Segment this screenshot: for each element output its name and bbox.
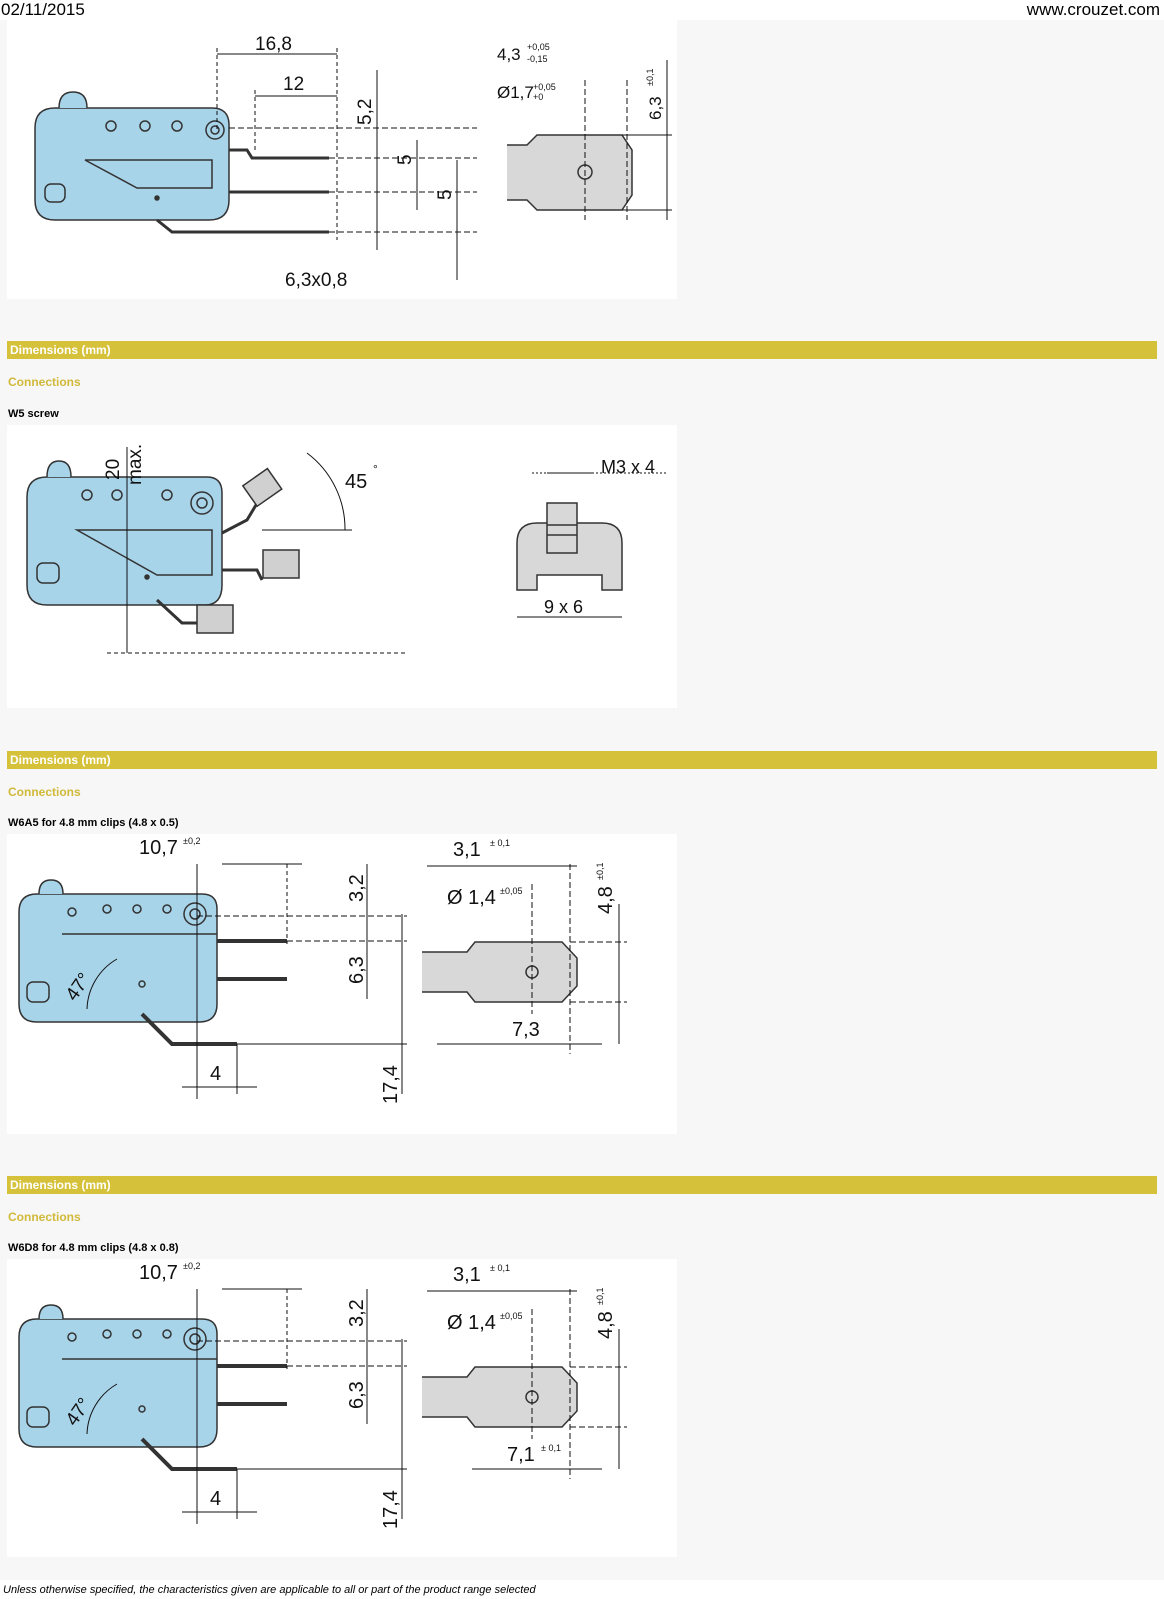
dim-4-8-tol: ±0,1 (595, 863, 605, 880)
label-w6a5: W6A5 for 4.8 mm clips (4.8 x 0.5) (8, 817, 179, 829)
dimension-lines (86, 863, 407, 1099)
dim-10-7: 10,7 (139, 837, 178, 859)
dim-6-3-height: 6,3 (646, 96, 665, 120)
subheading-connections-w5: Connections (8, 375, 81, 389)
figure-w6d8: 10,7 ±0,2 3,2 6,3 17,4 4 47° 3,1 ± 0,1 Ø… (7, 1259, 677, 1557)
dimension-lines (216, 48, 477, 280)
figure-w6a5-drawing: 10,7 ±0,2 3,2 6,3 17,4 4 47° 3,1 ± 0,1 Ø… (18, 836, 627, 1104)
dimension-lines (86, 1288, 407, 1524)
dim-6-3x0-8: 6,3x0,8 (285, 270, 347, 291)
figure-w6a5: 10,7 ±0,2 3,2 6,3 17,4 4 47° 3,1 ± 0,1 Ø… (7, 834, 677, 1134)
switch-body-drawing (34, 91, 329, 234)
dim-m3x4: M3 x 4 (601, 457, 655, 477)
dim-3-1-tol: ± 0,1 (490, 1263, 510, 1273)
dim-10-7-tol: ±0,2 (183, 836, 200, 846)
dim-45-degree: ° (373, 462, 378, 476)
dim-4: 4 (210, 1063, 221, 1085)
dim-6-3-tol: ±0,1 (645, 69, 655, 86)
dim-4-3: 4,3 (497, 45, 521, 64)
dim-7-1: 7,1 (507, 1444, 535, 1466)
footer-disclaimer: Unless otherwise specified, the characte… (3, 1584, 536, 1596)
dimension-lines (107, 447, 667, 654)
dim-6-3: 6,3 (346, 956, 368, 984)
terminal-detail-drawing (507, 60, 672, 220)
dim-6-3: 6,3 (346, 1381, 368, 1409)
terminal-detail-drawing (422, 864, 627, 1054)
dim-4: 4 (210, 1488, 221, 1510)
dim-5-b: 5 (435, 189, 456, 200)
dim-10-7-tol: ±0,2 (183, 1261, 200, 1271)
dim-max: max. (125, 444, 146, 485)
figure-w5-screw: 20 max. 45 ° M3 x 4 9 x 6 (7, 425, 677, 708)
print-date: 02/11/2015 (1, 0, 85, 19)
dim-3-2: 3,2 (346, 874, 368, 902)
dim-dia-1-4: Ø 1,4 (447, 887, 496, 909)
dim-5-a: 5 (395, 154, 416, 165)
dim-5-2: 5,2 (355, 99, 376, 125)
dim-4-3-tol-plus: +0,05 (527, 42, 550, 52)
dim-45: 45 (345, 471, 367, 493)
subheading-connections-w6d8: Connections (8, 1210, 81, 1224)
section-band-w6d8: Dimensions (mm) (7, 1176, 1157, 1194)
dim-9x6: 9 x 6 (544, 597, 583, 617)
switch-body-drawing (26, 460, 300, 634)
dim-17-4: 17,4 (380, 1065, 402, 1104)
dim-dia-1-4: Ø 1,4 (447, 1312, 496, 1334)
dim-dia-1-4-tol: ±0,05 (500, 1311, 522, 1321)
dim-4-8: 4,8 (595, 1311, 617, 1339)
dim-4-3-tol-minus: -0,15 (527, 54, 548, 64)
figure-1-drawing: 16,8 12 5,2 5 5 6,3x0,8 4,3 +0,05 -0,15 … (34, 34, 672, 291)
terminal-detail-drawing (422, 1289, 627, 1479)
figure-1-faston-connection: 16,8 12 5,2 5 5 6,3x0,8 4,3 +0,05 -0,15 … (7, 20, 677, 299)
screw-terminal-detail (516, 502, 623, 591)
label-w5-screw: W5 screw (8, 408, 59, 420)
label-w6d8: W6D8 for 4.8 mm clips (4.8 x 0.8) (8, 1242, 179, 1254)
dim-dia-tol-plus: +0,05 (533, 82, 556, 92)
switch-body-drawing (18, 1304, 287, 1471)
figure-w6d8-drawing: 10,7 ±0,2 3,2 6,3 17,4 4 47° 3,1 ± 0,1 Ø… (18, 1261, 627, 1529)
section-band-w6a5: Dimensions (mm) (7, 751, 1157, 769)
dim-dia-1-7: Ø1,7 (497, 83, 534, 102)
dim-3-1: 3,1 (453, 1264, 481, 1286)
dim-20: 20 (103, 459, 124, 480)
dim-dia-1-4-tol: ±0,05 (500, 886, 522, 896)
dim-17-4: 17,4 (380, 1490, 402, 1529)
dim-10-7: 10,7 (139, 1262, 178, 1284)
dim-dia-tol-zero: +0 (533, 92, 543, 102)
section-band-w5: Dimensions (mm) (7, 341, 1157, 359)
dim-7-1-tol: ± 0,1 (541, 1443, 561, 1453)
dim-3-1-tol: ± 0,1 (490, 838, 510, 848)
subheading-connections-w6a5: Connections (8, 785, 81, 799)
dim-12: 12 (283, 74, 304, 95)
figure-w5-drawing: 20 max. 45 ° M3 x 4 9 x 6 (26, 444, 667, 654)
dim-7-3: 7,3 (512, 1019, 540, 1041)
dim-16-8: 16,8 (255, 34, 292, 55)
dim-3-2: 3,2 (346, 1299, 368, 1327)
dim-3-1: 3,1 (453, 839, 481, 861)
site-url[interactable]: www.crouzet.com (1026, 0, 1160, 19)
switch-body-drawing (18, 879, 287, 1046)
dim-4-8: 4,8 (595, 886, 617, 914)
dim-4-8-tol: ±0,1 (595, 1288, 605, 1305)
